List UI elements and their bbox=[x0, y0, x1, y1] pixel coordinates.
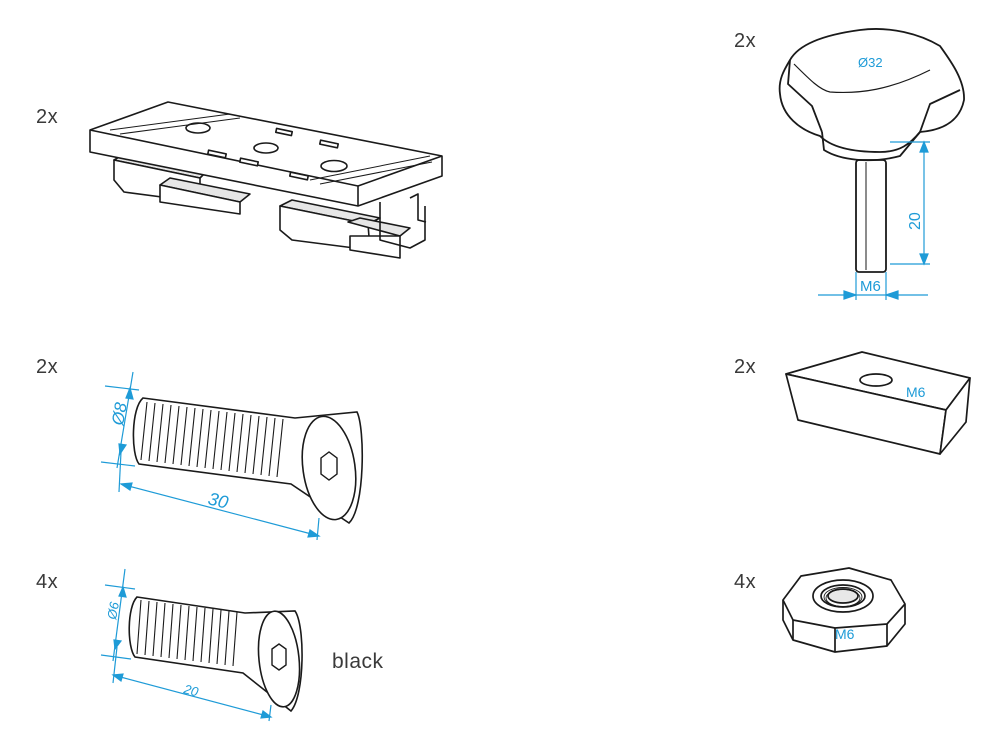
hex-nut-thread-label: M6 bbox=[835, 626, 855, 642]
knob-diameter-label: Ø32 bbox=[858, 55, 883, 70]
countersunk-screw-icon: Ø8 30 bbox=[100, 371, 363, 541]
screw-m6-note: black bbox=[332, 650, 384, 673]
slot-nut-qty: 2x bbox=[734, 356, 757, 378]
connector-plate-icon bbox=[89, 101, 443, 259]
hex-nut-qty: 4x bbox=[734, 571, 757, 593]
slot-nut-icon: M6 bbox=[785, 351, 971, 455]
countersunk-screw-icon: Ø6 20 bbox=[100, 568, 303, 722]
screw-m6-length-label: 20 bbox=[181, 681, 200, 699]
knob-qty: 2x bbox=[734, 30, 757, 52]
screw-m8-qty: 2x bbox=[36, 356, 59, 378]
screw-m8-length-label: 30 bbox=[206, 488, 230, 512]
screw-m6-diameter-label: Ø6 bbox=[104, 600, 122, 621]
knob-length-label: 20 bbox=[907, 212, 924, 230]
hex-nut-icon: M6 bbox=[782, 567, 906, 653]
knob-thread-label: M6 bbox=[860, 278, 881, 295]
screw-m6-qty: 4x bbox=[36, 571, 59, 593]
connector-qty: 2x bbox=[36, 106, 59, 128]
star-knob-icon: Ø32 20 M6 bbox=[778, 28, 965, 300]
slot-nut-thread-label: M6 bbox=[906, 384, 926, 400]
screw-m8-diameter-label: Ø8 bbox=[108, 401, 131, 428]
